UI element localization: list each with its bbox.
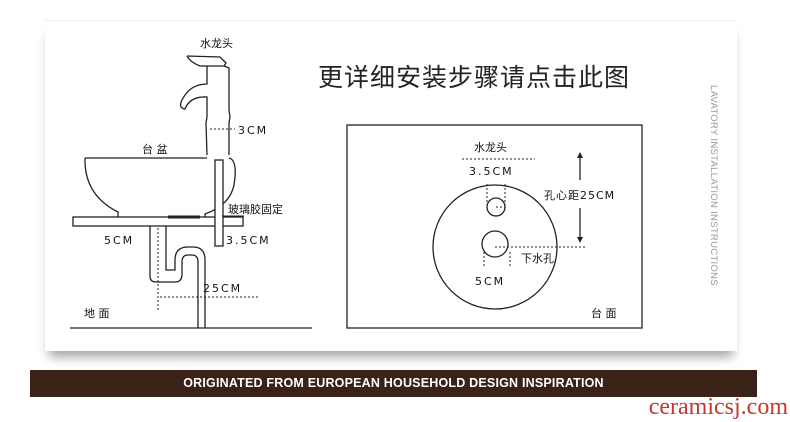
basin-bowl — [84, 157, 236, 217]
drain-hole — [481, 230, 509, 258]
faucet-label: 水龙头 — [200, 37, 233, 50]
counter-label: 台 面 — [591, 306, 617, 320]
top-faucet-label: 水龙头 — [474, 141, 507, 154]
drain-dim-label: 5CM — [104, 234, 134, 247]
basin-label: 台 盆 — [142, 142, 168, 156]
side-caption-text: LAVATORY INSTALLATION INSTRUCTIONS — [708, 85, 719, 286]
top-view: 水龙头 3.5CM 5CM 下水孔 孔心距25CM 台 面 — [346, 124, 643, 329]
glue-label: 玻璃胶固定 — [228, 202, 283, 216]
faucet-hole-label: 3.5CM — [469, 165, 514, 178]
faucet-dim-label: 3CM — [238, 124, 268, 137]
countertop — [72, 216, 244, 227]
counter-outline — [346, 124, 643, 329]
drain-hole-label: 5CM — [475, 275, 505, 288]
floor-label: 地 面 — [84, 307, 110, 320]
fixing-pipe — [214, 159, 224, 247]
watermark: ceramicsj.com — [648, 394, 788, 420]
drain-label: 下水孔 — [521, 252, 554, 265]
slogan-banner: ORIGINATED FROM EUROPEAN HOUSEHOLD DESIG… — [30, 370, 757, 397]
pipe-dim-label: 3.5CM — [226, 234, 271, 247]
height-dim-label: 25CM — [203, 282, 242, 295]
side-view: 水龙头 3CM 台 盆 玻璃胶固定 3.5CM 5CM 25CM 地 面 — [70, 37, 312, 329]
diagram-card — [45, 20, 737, 351]
hole-distance-label: 孔心距25CM — [544, 189, 615, 202]
faucet-shape — [179, 55, 231, 156]
page-title[interactable]: 更详细安装步骤请点击此图 — [318, 63, 631, 92]
drain-trap — [149, 226, 206, 328]
